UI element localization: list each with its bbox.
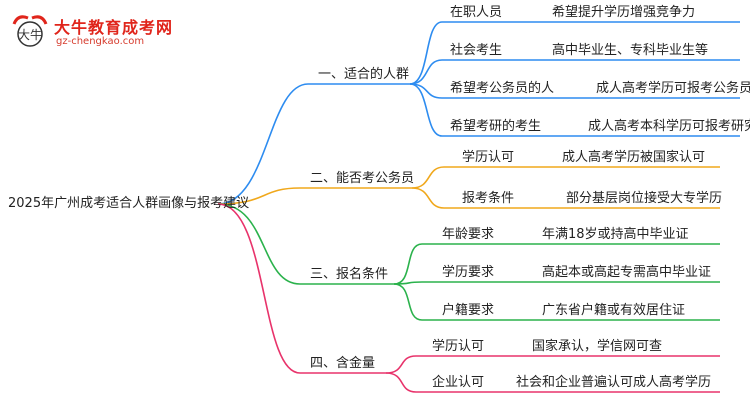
leaf-label: 报考条件 [462, 191, 515, 206]
leaf-connector [409, 59, 443, 85]
leaf-detail: 社会和企业普遍认可成人高考学历 [516, 375, 712, 390]
leaf-label: 户籍要求 [442, 303, 495, 318]
leaf-connector [393, 243, 423, 285]
leaf-label: 学历要求 [442, 265, 495, 280]
leaf-detail: 希望提升学历增强竞争力 [552, 5, 696, 20]
leaf-detail: 高起本或高起专需高中毕业证 [542, 265, 712, 280]
leaf-detail: 广东省户籍或有效居住证 [542, 303, 686, 318]
logo-title: 大牛教育成考网 [54, 18, 174, 37]
leaf-detail: 成人高考学历被国家认可 [562, 150, 706, 165]
branch-label: 二、能否考公务员 [310, 171, 415, 186]
leaf-connector [385, 372, 417, 393]
branch-label: 三、报名条件 [310, 267, 389, 282]
leaf-label: 在职人员 [450, 5, 503, 20]
leaf-connector [409, 21, 443, 85]
branch-connector [217, 203, 301, 374]
leaf-detail: 国家承认，学信网可查 [532, 339, 663, 354]
leaf-connector [409, 83, 443, 137]
root-topic: 2025年广州成考适合人群画像与报考建议 [8, 196, 250, 211]
logo-mark-text: 大牛 [18, 27, 42, 42]
bull-logo-icon: 大牛 [12, 15, 48, 47]
site-logo: 大牛 大牛教育成考网 gz-chengkao.com [10, 10, 190, 58]
leaf-label: 企业认可 [432, 375, 485, 390]
branch-connector [217, 83, 309, 205]
leaf-connector [385, 355, 417, 374]
branch-connector [217, 187, 301, 205]
branch-connector [217, 203, 301, 285]
leaf-label: 希望考公务员的人 [450, 81, 555, 96]
leaf-label: 学历认可 [432, 339, 485, 354]
leaf-connector [411, 187, 445, 209]
leaf-detail: 部分基层岗位接受大专学历 [566, 191, 723, 206]
leaf-connector [393, 283, 423, 321]
branch-label: 四、含金量 [310, 356, 376, 371]
leaf-detail: 高中毕业生、专科毕业生等 [552, 43, 709, 58]
leaf-label: 社会考生 [450, 43, 503, 58]
leaf-detail: 成人高考本科学历可报考研究生 [588, 119, 750, 134]
branch-label: 一、适合的人群 [318, 67, 410, 82]
leaf-connector [411, 166, 445, 189]
logo-url: gz-chengkao.com [56, 36, 145, 47]
leaf-label: 学历认可 [462, 150, 515, 165]
leaf-label: 希望考研的考生 [450, 119, 542, 134]
leaf-detail: 年满18岁或持高中毕业证 [542, 227, 689, 242]
leaf-detail: 成人高考学历可报考公务员 [596, 81, 750, 96]
leaf-label: 年龄要求 [442, 227, 495, 242]
